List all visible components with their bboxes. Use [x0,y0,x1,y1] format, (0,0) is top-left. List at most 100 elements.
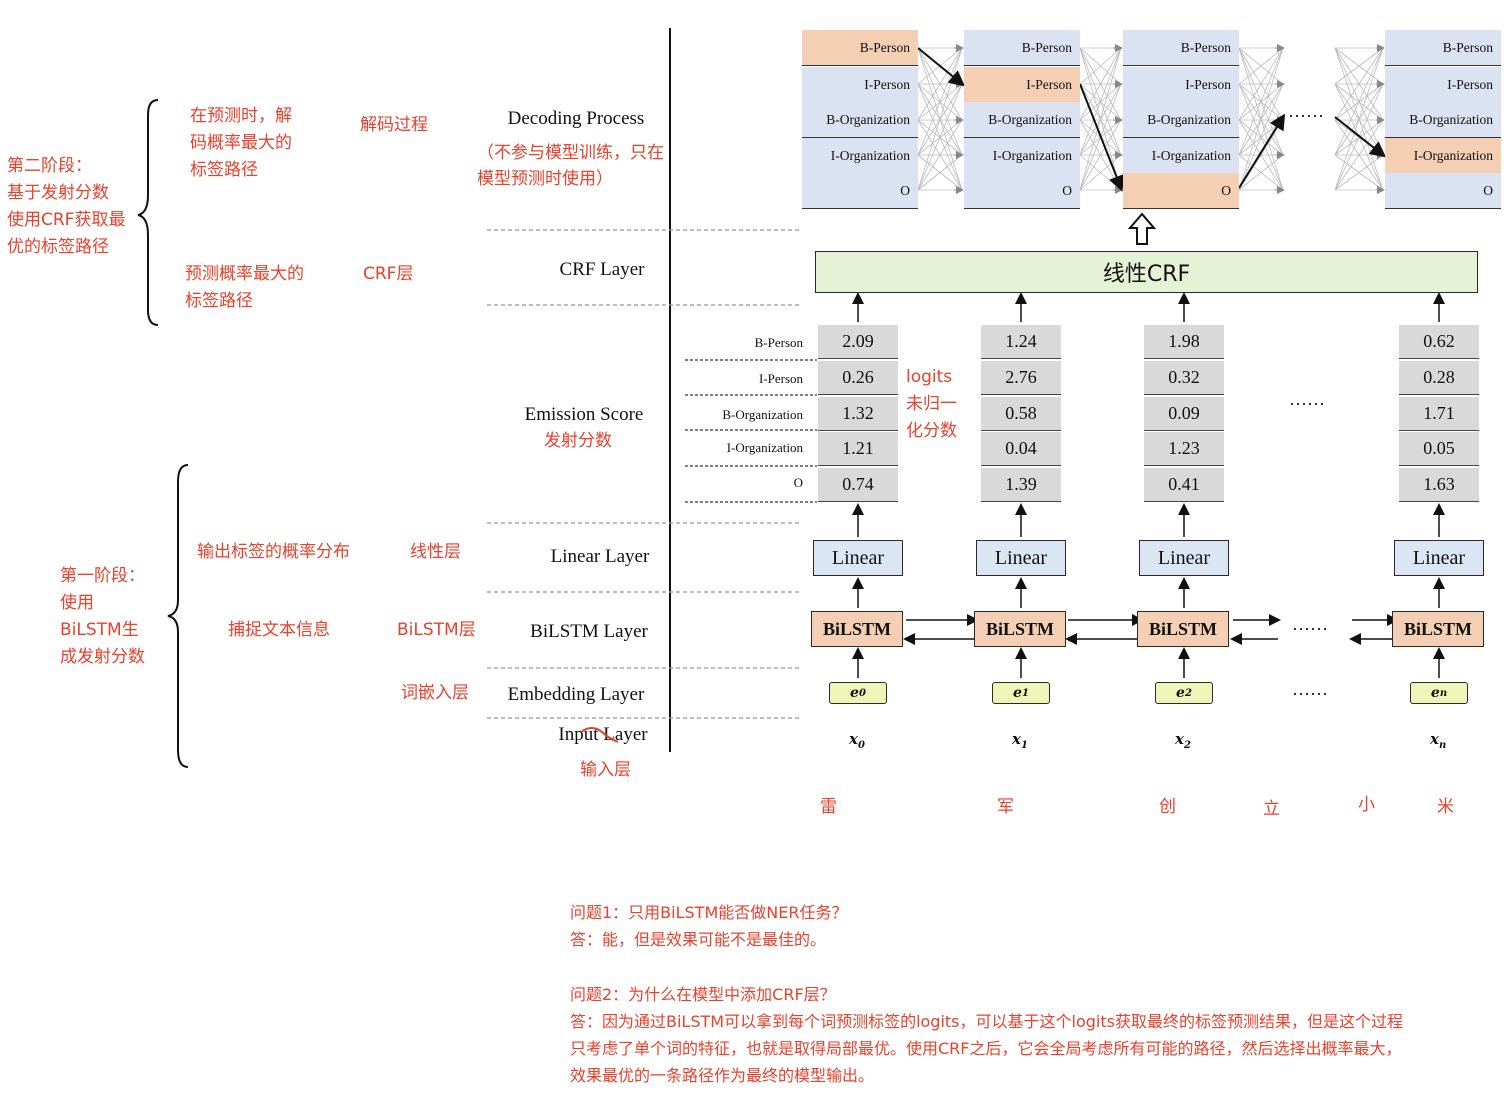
emission-score-cell: 1.21 [818,432,898,466]
linear-box: Linear [976,540,1066,576]
emission-tag-label: O [793,475,803,490]
stage2-label: 第二阶段： 基于发射分数 使用CRF获取最 优的标签路径 [7,153,125,261]
linear-cn: 线性层 [410,542,461,562]
emission-score-label: Emission Score [524,404,644,425]
decoding-tag-cell: I-Person [964,67,1080,103]
ellipsis-emission: …… [1289,389,1325,409]
emission-score-cell: 0.04 [981,432,1061,466]
token-subscript: n [1438,740,1447,751]
transition-edge [1334,47,1384,156]
emission-score-cell: 1.24 [981,325,1061,359]
decoding-tag-cell: I-Organization [964,138,1080,174]
decoding-tag-cell: B-Organization [1385,102,1501,138]
decoding-tag-cell: O [802,173,918,209]
transition-edge [1334,47,1384,191]
token-subscript: 2 [1183,740,1191,751]
transition-edge [1238,47,1284,156]
embedding-subscript: 0 [858,687,866,699]
transition-edge [1079,47,1122,156]
linear-box: Linear [1394,540,1484,576]
emission-score-cell: 1.39 [981,468,1061,502]
stage1-line: 成发射分数 [60,647,145,667]
stage1-line: 使用 [60,593,94,613]
transition-edge [1334,47,1384,85]
emission-tag-label: I-Organization [726,440,803,455]
embedding-subscript: 2 [1184,687,1192,699]
transition-edge [1079,154,1122,191]
best-path-arrow [1334,116,1387,158]
embedding-layer-label: Embedding Layer [507,684,645,705]
decoding-note-line: 模型预测时使用） [477,169,613,189]
stage2-line: 基于发射分数 [7,183,109,203]
best-path-arrow [917,47,966,87]
token-symbol: x [1012,730,1021,748]
red-scribble [580,727,619,743]
stage2-brace [137,99,159,326]
best-path-arrow [1238,113,1286,189]
decoding-tag-cell: B-Organization [1123,102,1239,138]
embedding-subscript: 1 [1021,687,1029,699]
emission-score-cell: 1.71 [1399,397,1479,431]
decoding-tag-cell: I-Organization [802,138,918,174]
ellipsis-embedding: …… [1292,679,1328,699]
emission-score-cell: 0.26 [818,361,898,395]
decoding-desc-line: 标签路径 [190,160,258,180]
transition-edge [1238,154,1284,191]
transition-edge [1334,154,1384,191]
stage1-label: 第一阶段： 使用 BiLSTM生 成发射分数 [60,563,145,671]
stage1-line: BiLSTM生 [60,620,139,640]
token-symbol: x [849,730,858,748]
stage2-line: 使用CRF获取最 [7,210,126,230]
qa-line: 问题2：为什么在模型中添加CRF层？ [570,985,836,1004]
decoding-process-label: Decoding Process [507,108,645,129]
emission-tag-label: B-Person [754,335,803,350]
linear-crf-box: 线性CRF [815,251,1478,293]
transition-edge [1079,47,1122,191]
input-token: x0 [849,730,865,751]
input-char: 军 [997,797,1014,817]
transition-edge [917,154,963,191]
stage1-brace [167,464,189,768]
embedding-symbol: e [1013,685,1022,701]
embedding-symbol: e [850,685,859,701]
emission-score-cell: 1.98 [1144,325,1224,359]
decoding-tag-cell: I-Organization [1385,138,1501,174]
crf-desc: 预测概率最大的 标签路径 [185,261,304,315]
decoding-tag-cell: O [1123,173,1239,209]
logits-note-line: logits [906,367,953,387]
token-subscript: 1 [1020,740,1028,751]
token-symbol: x [1175,730,1184,748]
decoding-cn: 解码过程 [360,115,428,135]
decoding-tag-cell: O [964,173,1080,209]
char-li: 立 [1263,799,1280,819]
bilstm-box: BiLSTM [1392,611,1484,647]
bilstm-desc: 捕捉文本信息 [228,620,330,640]
emission-score-cell: 0.28 [1399,361,1479,395]
linear-box: Linear [1139,540,1229,576]
transition-edge [917,83,963,191]
stage2-line: 优的标签路径 [7,237,109,257]
transition-edge [1238,47,1284,121]
emission-tag-label: B-Organization [722,407,803,422]
embedding-symbol: e [1176,685,1185,701]
transition-edge [1334,47,1384,121]
emission-score-cell: 0.32 [1144,361,1224,395]
token-symbol: x [1430,730,1439,748]
input-char: 米 [1437,797,1454,817]
emission-score-cell: 0.74 [818,468,898,502]
input-token: x2 [1175,730,1191,751]
input-token: x1 [1012,730,1028,751]
best-path-arrow [1079,83,1125,192]
decoding-tag-cell: B-Person [1385,30,1501,66]
input-token: xn [1430,730,1446,751]
emission-score-cell: 0.62 [1399,325,1479,359]
char-xiao: 小 [1358,795,1375,815]
embedding-symbol: e [1430,685,1440,701]
transition-edge [1079,47,1122,121]
emission-score-cell: 0.41 [1144,468,1224,502]
qa-line: 问题1：只用BiLSTM能否做NER任务？ [570,903,848,922]
